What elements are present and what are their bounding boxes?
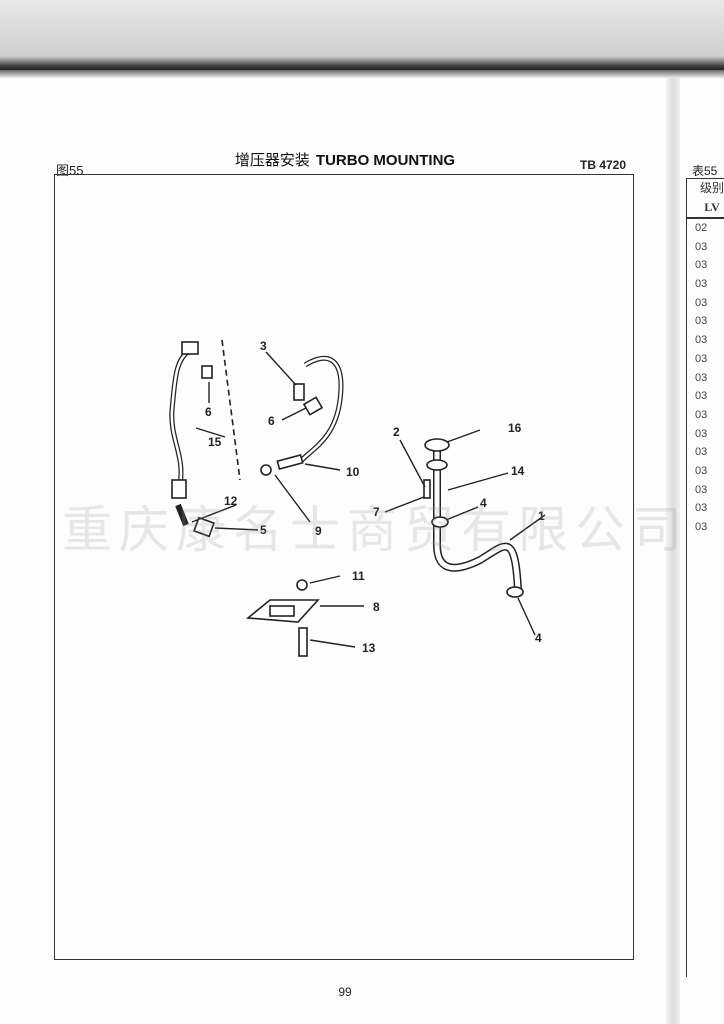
oil-pipe-10	[298, 355, 344, 464]
exploded-parts-diagram: 1 2 3 4 4 5 6 6 7 8 9 10 11 12 13 14 15 …	[169, 339, 546, 657]
diagram-frame	[54, 174, 634, 960]
callout-10: 10	[346, 465, 360, 479]
table-row: 03	[695, 371, 708, 384]
table-row: 03	[695, 521, 708, 533]
table-row: 03	[695, 315, 708, 328]
table-row: 03	[695, 390, 708, 403]
callout-6a: 6	[205, 405, 212, 419]
table-row: 03	[695, 502, 708, 515]
callout-6b: 6	[268, 414, 275, 428]
table-row: 02	[695, 222, 708, 234]
table-row: 03	[695, 296, 708, 309]
page-edge	[0, 70, 724, 78]
table-row: 03	[695, 352, 708, 365]
doc-code: TB 4720	[580, 158, 627, 172]
level-table: 级别 LV 02 03 03 03 03 03 03 03 03 03 03 03 03 03 03 03 03	[686, 178, 724, 977]
callout-16: 16	[508, 421, 522, 435]
table-label: 表55	[692, 164, 718, 178]
table-row: 03	[695, 240, 708, 253]
callout-7: 7	[373, 505, 380, 519]
header-cn: 级别	[699, 181, 724, 195]
table-row: 03	[695, 483, 708, 496]
table-row: 03	[695, 408, 708, 421]
callout-12: 12	[224, 494, 238, 508]
header-en: LV	[704, 200, 720, 214]
callout-3: 3	[260, 339, 267, 353]
callout-14: 14	[511, 464, 525, 478]
callout-4a: 4	[480, 496, 487, 510]
table-row: 03	[695, 259, 708, 272]
callout-8: 8	[373, 600, 380, 614]
level-table-header: 级别 LV	[687, 179, 724, 219]
callout-4b: 4	[535, 631, 542, 645]
callout-1: 1	[538, 509, 545, 523]
callout-11: 11	[352, 569, 365, 583]
callout-9: 9	[315, 524, 322, 538]
callout-13: 13	[362, 641, 376, 655]
title-cn: 增压器安装	[234, 152, 310, 169]
callout-15: 15	[208, 435, 222, 449]
table-row: 03	[695, 278, 708, 291]
table-row: 03	[695, 446, 708, 459]
table-row: 03	[695, 464, 708, 477]
watermark: 重庆康名士商贸有限公司	[62, 501, 689, 559]
book-gutter	[666, 78, 680, 1024]
page-number: 99	[338, 985, 352, 999]
title-en: TURBO MOUNTING	[315, 152, 456, 169]
callout-2: 2	[393, 425, 400, 439]
table-row: 03	[695, 427, 708, 440]
callout-5: 5	[260, 523, 267, 537]
scanner-edge	[0, 0, 724, 70]
table-row: 03	[695, 334, 708, 347]
page-title: 增压器安装 TURBO MOUNTING	[0, 149, 690, 170]
